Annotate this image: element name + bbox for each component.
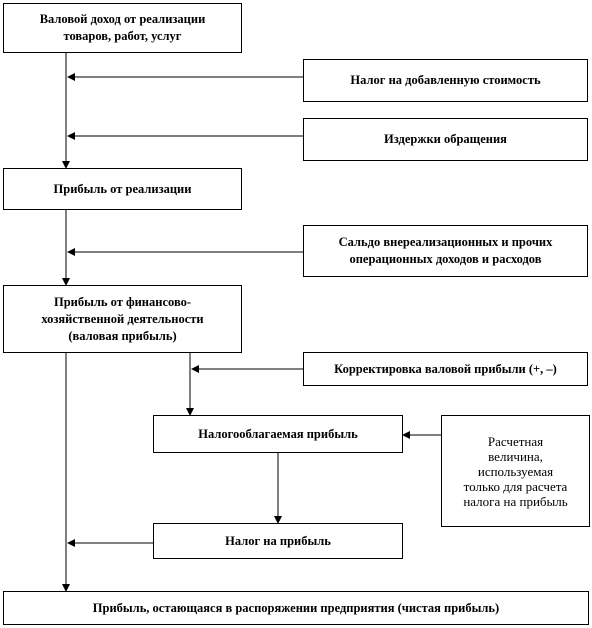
- fin-profit-label: Прибыль от финансово- хозяйственной деят…: [41, 294, 204, 343]
- calc-value-box: Расчетная величина, используемая только …: [441, 415, 590, 527]
- fin-profit-box: Прибыль от финансово- хозяйственной деят…: [3, 285, 242, 353]
- costs-box: Издержки обращения: [303, 118, 588, 161]
- net-profit-box: Прибыль, остающаяся в распоряжении предп…: [3, 591, 589, 625]
- profit-tax-box: Налог на прибыль: [153, 523, 403, 559]
- balance-label: Сальдо внереализационных и прочих операц…: [338, 235, 553, 266]
- gross-income-box: Валовой доход от реализации товаров, раб…: [3, 3, 242, 53]
- adjustment-label: Корректировка валовой прибыли (+, –): [334, 361, 557, 376]
- taxable-profit-label: Налогооблагаемая прибыль: [198, 426, 358, 441]
- vat-label: Налог на добавленную стоимость: [350, 73, 541, 87]
- adjustment-box: Корректировка валовой прибыли (+, –): [303, 352, 588, 386]
- costs-label: Издержки обращения: [384, 132, 507, 146]
- net-profit-label: Прибыль, остающаяся в распоряжении предп…: [92, 600, 500, 615]
- sales-profit-box: Прибыль от реализации: [3, 168, 242, 210]
- gross-income-label: Валовой доход от реализации товаров, раб…: [39, 12, 206, 43]
- calc-value-label: Расчетная величина, используемая только …: [463, 433, 568, 509]
- vat-box: Налог на добавленную стоимость: [303, 59, 588, 102]
- profit-tax-label: Налог на прибыль: [225, 533, 331, 548]
- sales-profit-label: Прибыль от реализации: [53, 181, 192, 196]
- taxable-profit-box: Налогооблагаемая прибыль: [153, 415, 403, 453]
- balance-box: Сальдо внереализационных и прочих операц…: [303, 225, 588, 277]
